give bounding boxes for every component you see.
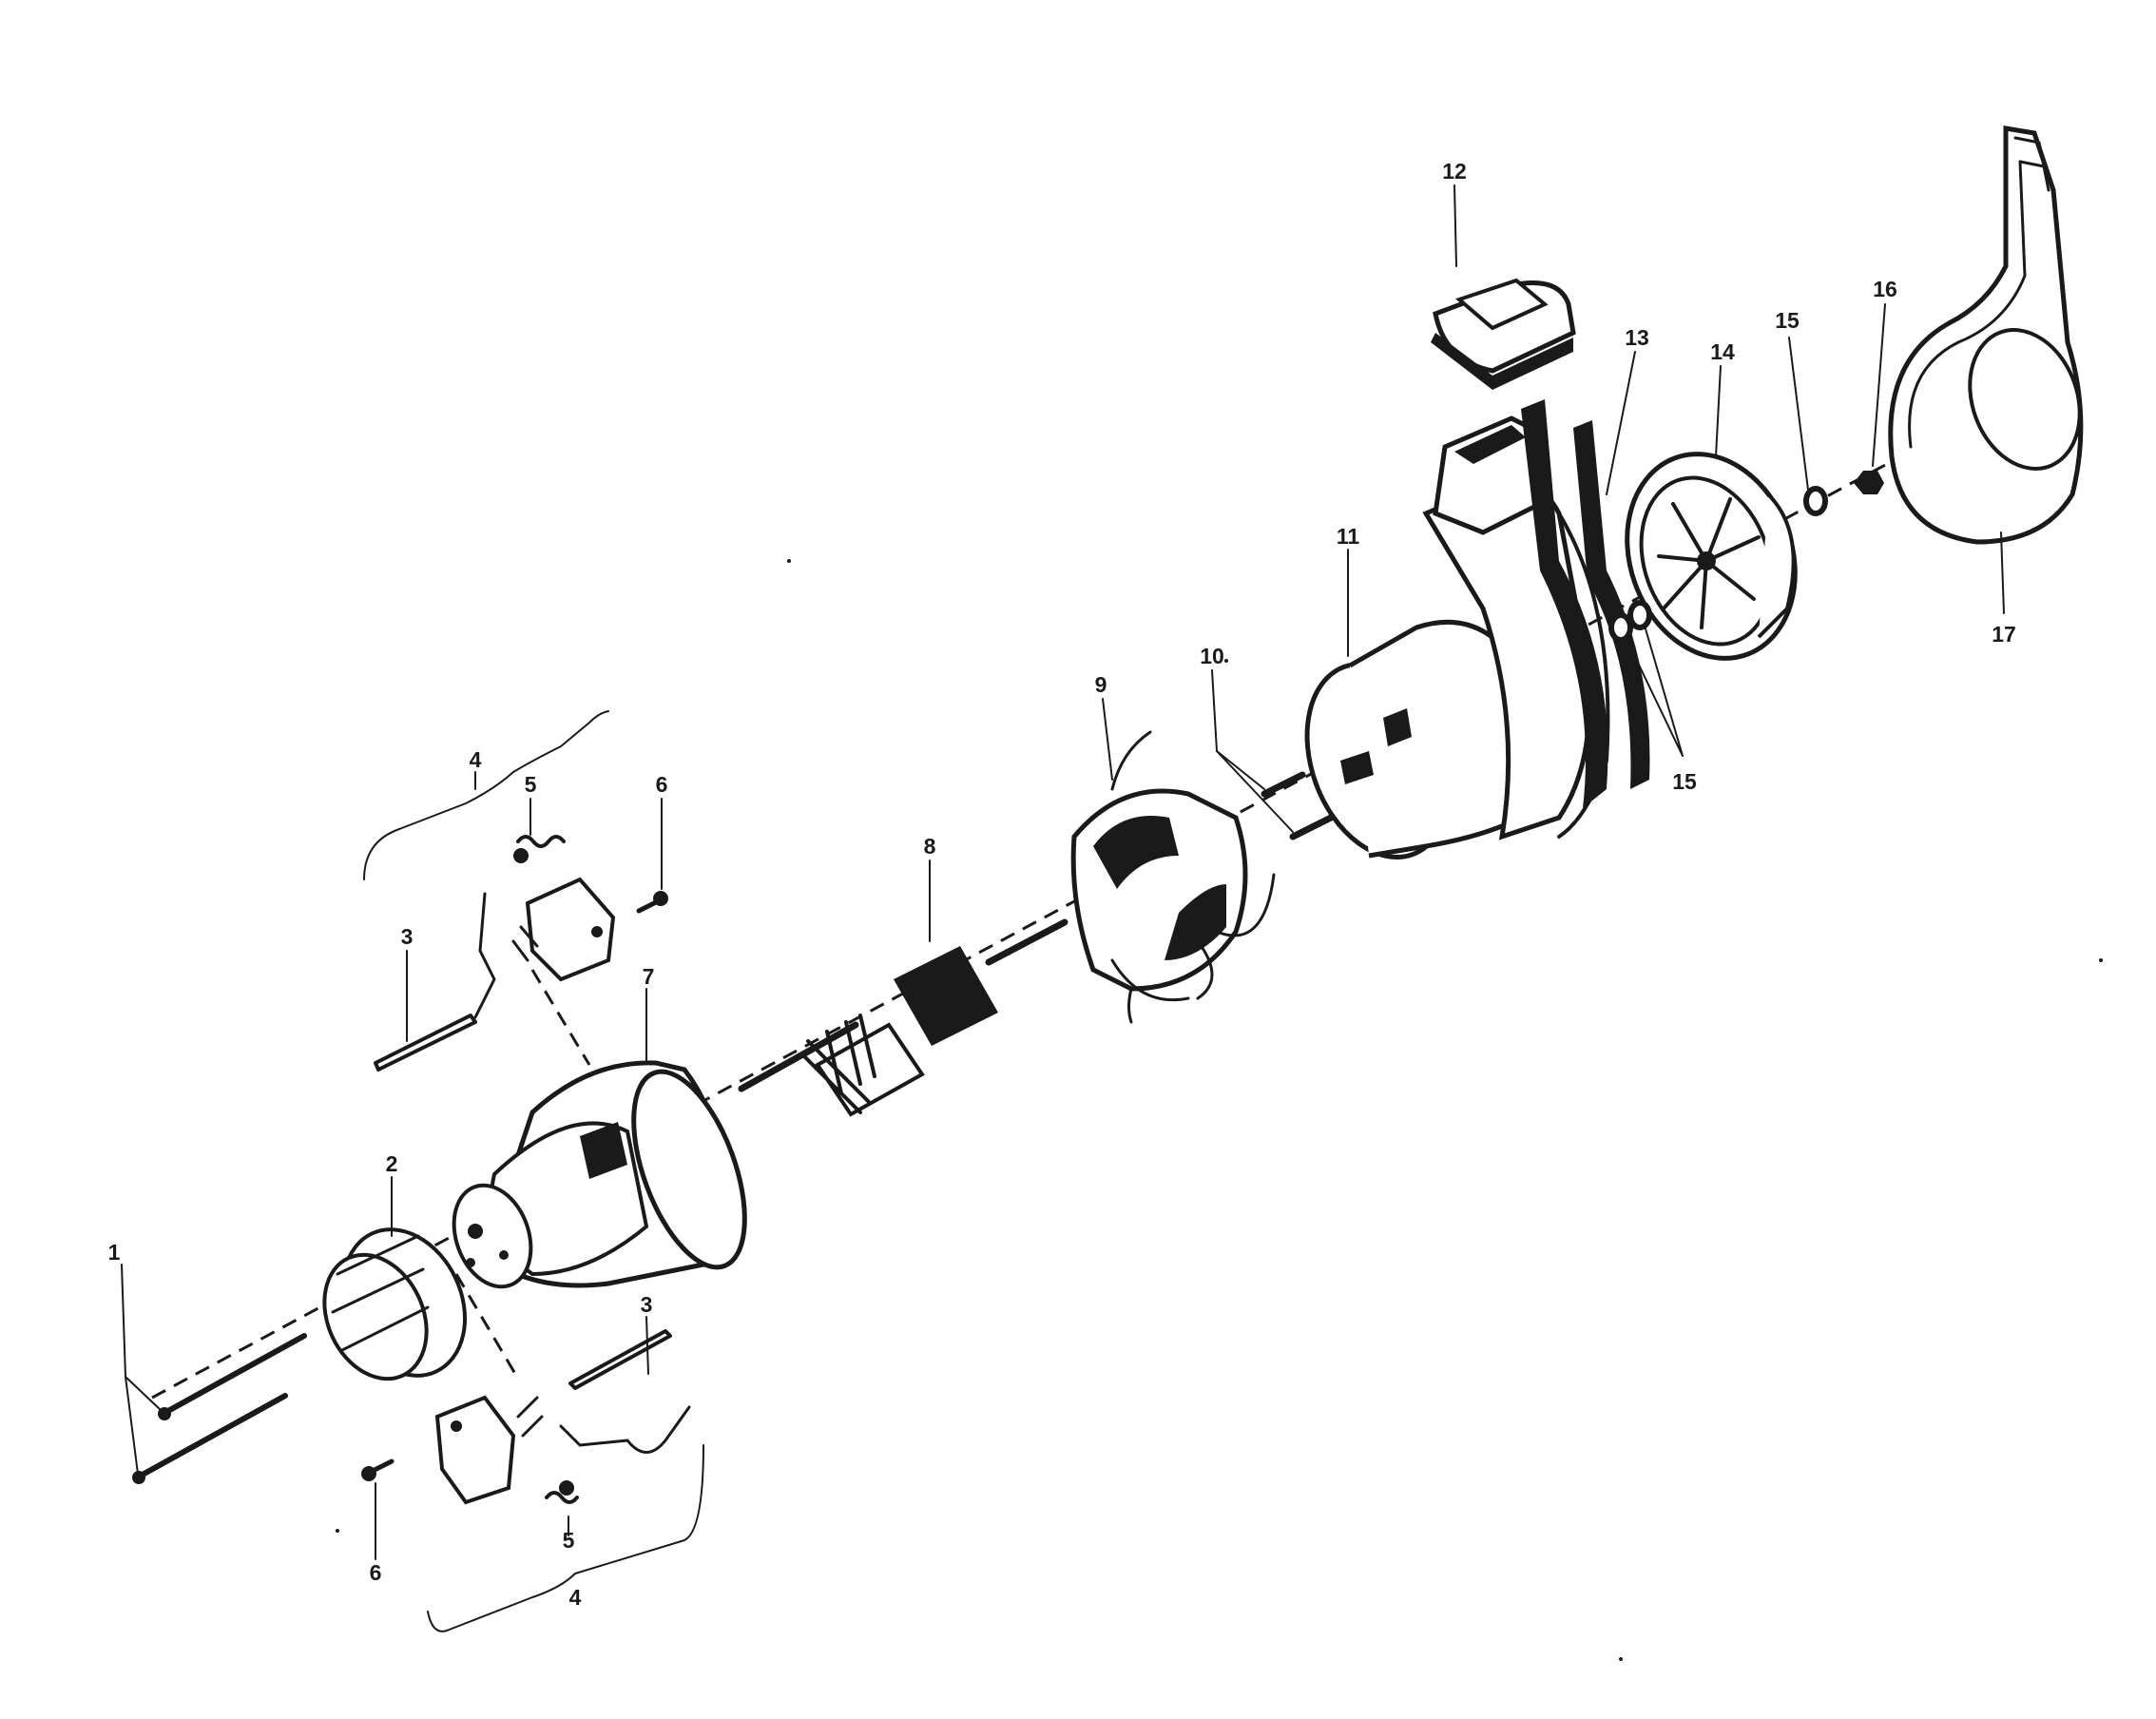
- part-14-fan: [1625, 365, 1798, 661]
- part-10-screws: [1211, 669, 1335, 840]
- callout-13: 13: [1625, 325, 1649, 350]
- part-3-lower-brush-lead: [559, 1316, 691, 1454]
- callout-10: 10: [1200, 644, 1224, 668]
- scan-specks: [336, 559, 2103, 1661]
- callout-16: 16: [1873, 277, 1897, 301]
- callout-14: 14: [1710, 339, 1735, 364]
- callout-15-lower: 15: [1672, 769, 1697, 794]
- callout-4-upper: 4: [470, 747, 482, 772]
- part-3-upper-brush-lead: [374, 892, 496, 1072]
- callout-12: 12: [1442, 159, 1467, 183]
- callout-4-lower: 4: [569, 1585, 582, 1610]
- callout-1: 1: [108, 1240, 121, 1265]
- dashed-leader-lines: [454, 969, 591, 1380]
- part-16-nut: [1854, 303, 1886, 494]
- part-4-lower-brush-holder-assembly: [427, 1395, 704, 1632]
- part-12-filter-cap: [1431, 184, 1576, 390]
- part-6-lower-screw: [361, 1458, 395, 1560]
- part-5-upper-spring: [513, 798, 566, 863]
- callout-3-upper: 3: [401, 924, 414, 949]
- part-5-lower-spring: [545, 1480, 579, 1536]
- callout-8: 8: [924, 834, 936, 859]
- part-8-armature: [738, 860, 1068, 1117]
- callout-5-lower: 5: [563, 1528, 575, 1553]
- part-13-gasket: [1521, 351, 1650, 808]
- part-6-upper-screw: [636, 798, 668, 914]
- callout-labels: 1 2 3 3 4 4 5 5 6 6 7 8 9 10 11 12 13 14…: [108, 159, 2016, 1610]
- callout-2: 2: [386, 1151, 398, 1176]
- callout-6-lower: 6: [370, 1560, 382, 1585]
- part-1-through-bolts: [121, 1264, 307, 1484]
- callout-5-upper: 5: [525, 772, 537, 797]
- callout-6-upper: 6: [656, 772, 668, 797]
- part-17-end-cover: [1888, 126, 2084, 614]
- callout-17: 17: [1992, 622, 2016, 647]
- part-11-fan-housing: [1304, 415, 1610, 860]
- callout-3-lower: 3: [641, 1292, 653, 1317]
- part-9-field-stator: [1070, 698, 1276, 1024]
- part-2-end-cap: [322, 1176, 468, 1381]
- callout-7: 7: [643, 964, 655, 989]
- callout-9: 9: [1095, 672, 1107, 697]
- callout-11: 11: [1337, 524, 1360, 549]
- part-4-upper-brush-holder-assembly: [363, 710, 616, 982]
- callout-15-upper: 15: [1775, 308, 1800, 333]
- part-15-washers: [1608, 337, 1828, 757]
- part-7-motor-housing: [452, 988, 747, 1289]
